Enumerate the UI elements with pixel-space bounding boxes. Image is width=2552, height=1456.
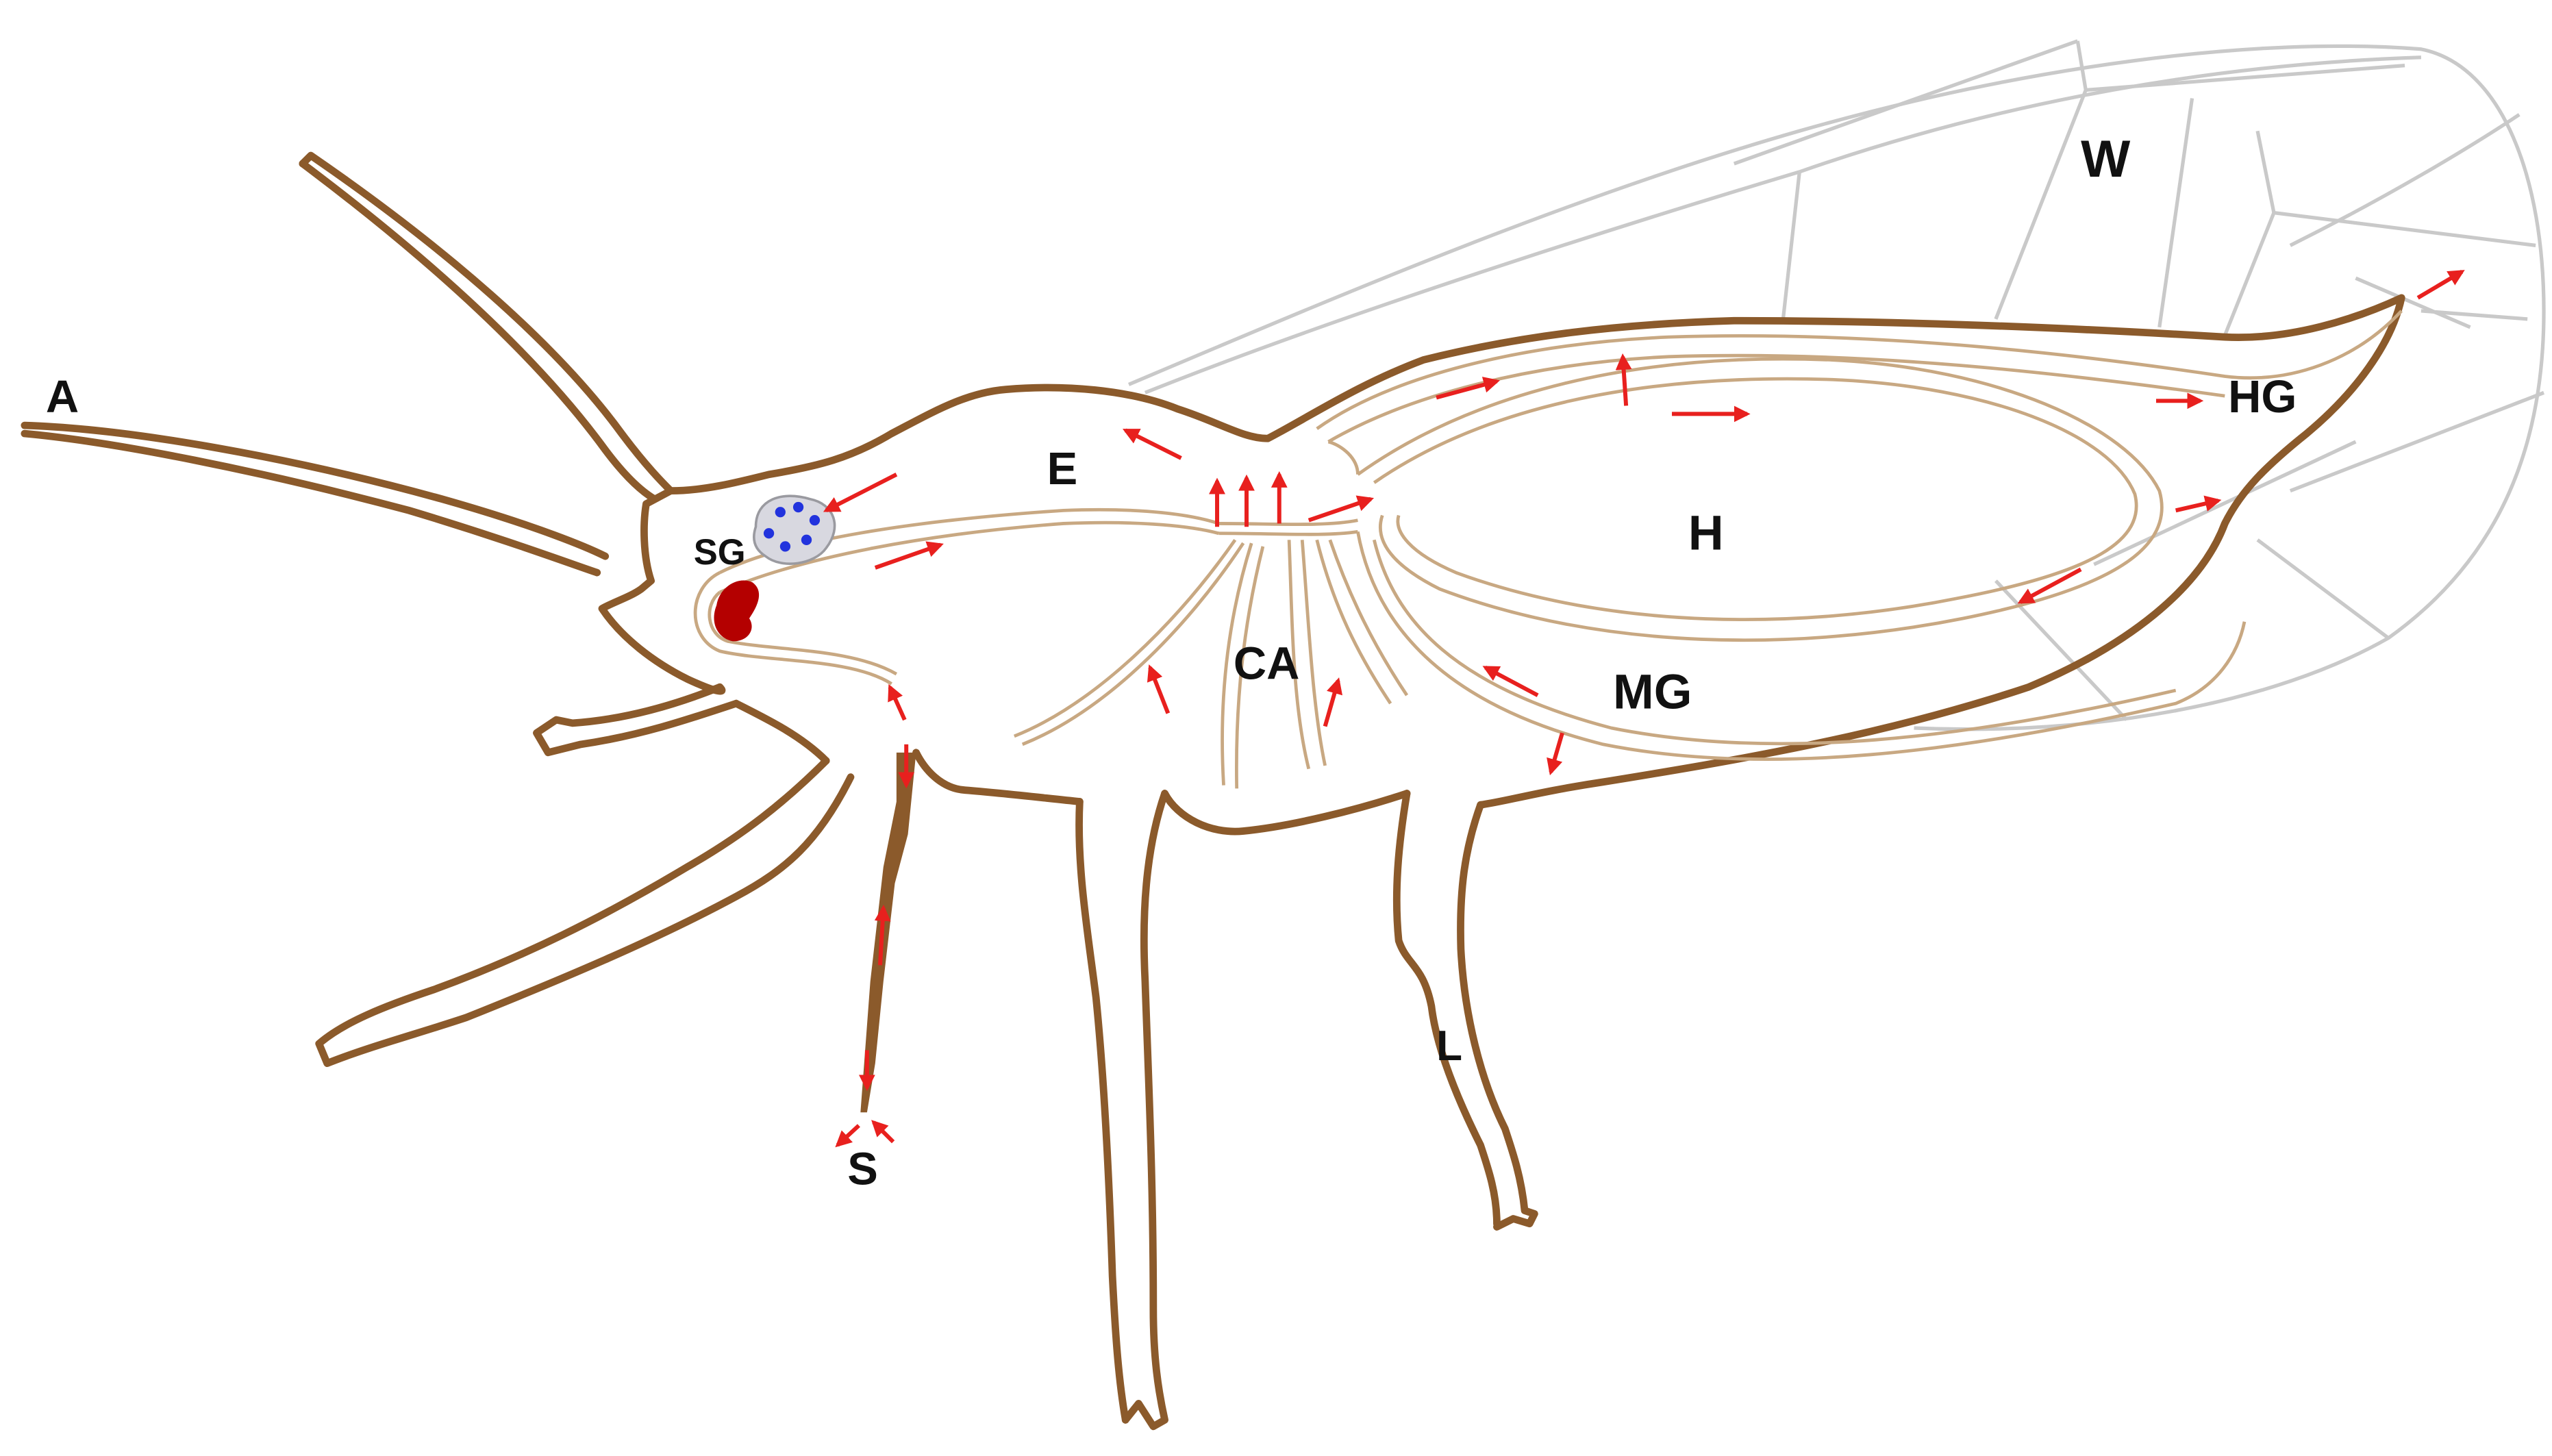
label-esophagus: E <box>1047 443 1078 494</box>
red-arrow-icon <box>874 541 944 570</box>
salivary-gland <box>753 494 836 565</box>
label-midgut: MG <box>1613 664 1692 719</box>
red-arrow-icon <box>835 1124 860 1148</box>
red-arrow-icon <box>1323 677 1342 727</box>
labels: A SG E W HG H CA MG L S <box>46 130 2297 1194</box>
red-arrow-icon <box>2416 270 2465 300</box>
red-arrow-icon <box>871 1120 895 1144</box>
red-arrow-icon <box>1147 664 1171 714</box>
flow-arrows <box>823 270 2465 1148</box>
label-antenna: A <box>46 371 79 423</box>
red-arrow-icon <box>1122 428 1182 460</box>
red-arrow-icon <box>888 683 907 721</box>
red-arrow-icon <box>823 473 898 512</box>
red-arrow-icon <box>2175 495 2222 513</box>
red-arrow-icon <box>1308 495 1375 523</box>
mouth-spot <box>714 580 760 642</box>
digestive-tract <box>693 310 2403 789</box>
label-hindgut: HG <box>2228 371 2297 423</box>
label-crop-area: CA <box>1234 638 1300 689</box>
label-hemocoel: H <box>1688 506 1724 561</box>
red-arrow-icon <box>1547 732 1564 776</box>
label-leg: L <box>1436 1022 1462 1070</box>
red-arrow-icon <box>1436 377 1501 400</box>
body-outline <box>21 151 2405 1431</box>
label-stylet: S <box>847 1143 878 1194</box>
stylet <box>860 752 916 1113</box>
red-arrow-icon <box>2017 567 2082 604</box>
red-arrow-icon <box>1482 665 1539 697</box>
red-arrow-icon <box>874 904 891 966</box>
wing <box>1128 39 2546 731</box>
label-wing: W <box>2081 130 2131 188</box>
red-arrow-icon <box>1615 353 1632 406</box>
label-salivary-gland: SG <box>694 532 746 573</box>
